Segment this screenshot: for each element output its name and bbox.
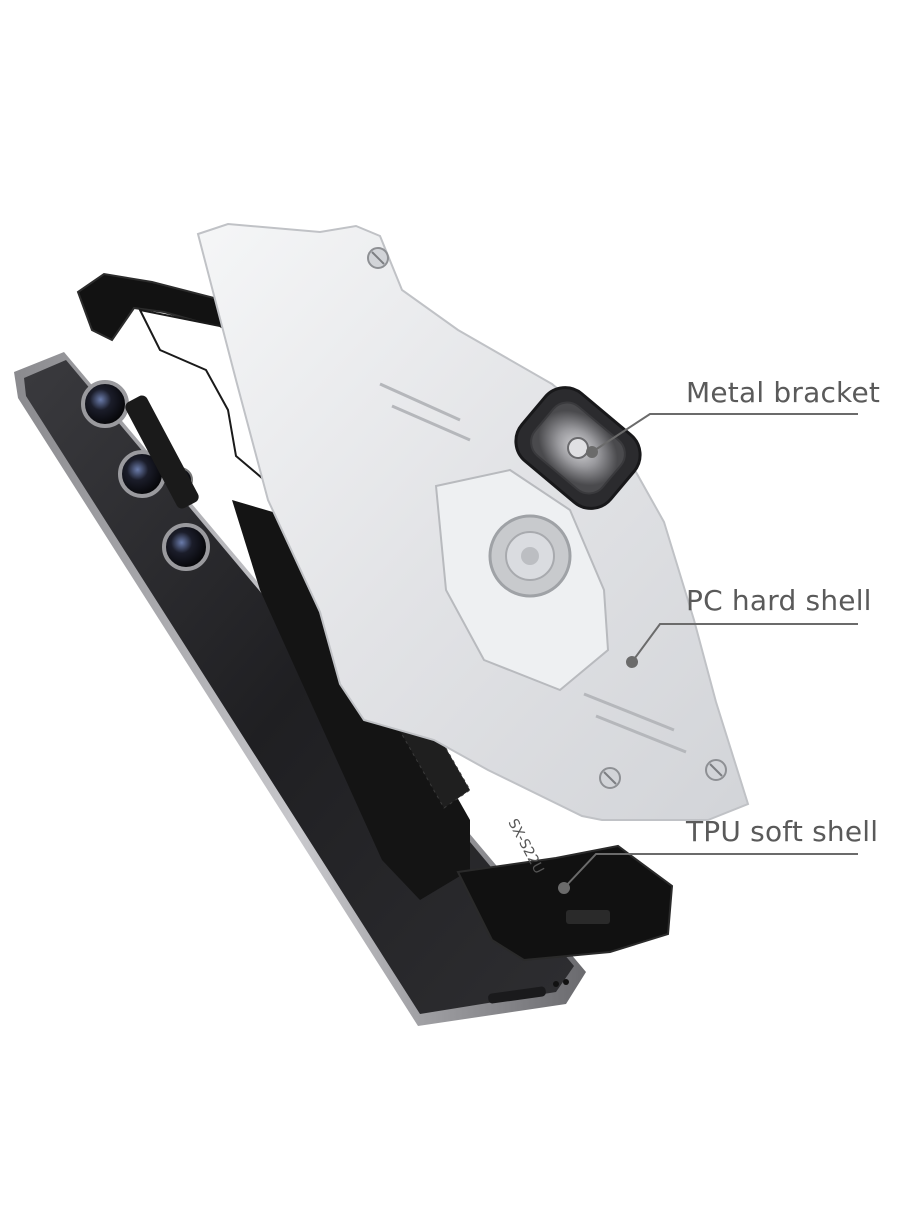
leader-tpu-soft-shell (563, 853, 858, 889)
screw-icon (599, 767, 621, 789)
leader-dot (558, 882, 570, 894)
camera-lens (162, 523, 210, 571)
tpu-bottom-bumper (456, 844, 674, 962)
leader-dot (626, 656, 638, 668)
pc-hard-shell-label: PC hard shell (686, 584, 872, 617)
leader-pc-hard-shell (631, 623, 858, 663)
tpu-soft-shell-label: TPU soft shell (686, 815, 879, 848)
pc-hard-shell: SX-S22U (196, 222, 750, 877)
metal-bracket-ring (514, 386, 642, 510)
metal-bracket-label: Metal bracket (686, 376, 881, 409)
camera-lens (81, 380, 129, 428)
phone-bottom-ports (488, 979, 569, 1004)
tpu-button-strip (125, 395, 199, 509)
pc-shell-grooves (379, 382, 687, 754)
callout-leaders (558, 413, 858, 894)
leader-metal-bracket (591, 413, 858, 453)
gear-icon (488, 514, 572, 598)
leader-dot (586, 446, 598, 458)
screw-icon (705, 759, 727, 781)
screw-icon (367, 247, 389, 269)
tpu-bottom-vent (566, 910, 610, 924)
